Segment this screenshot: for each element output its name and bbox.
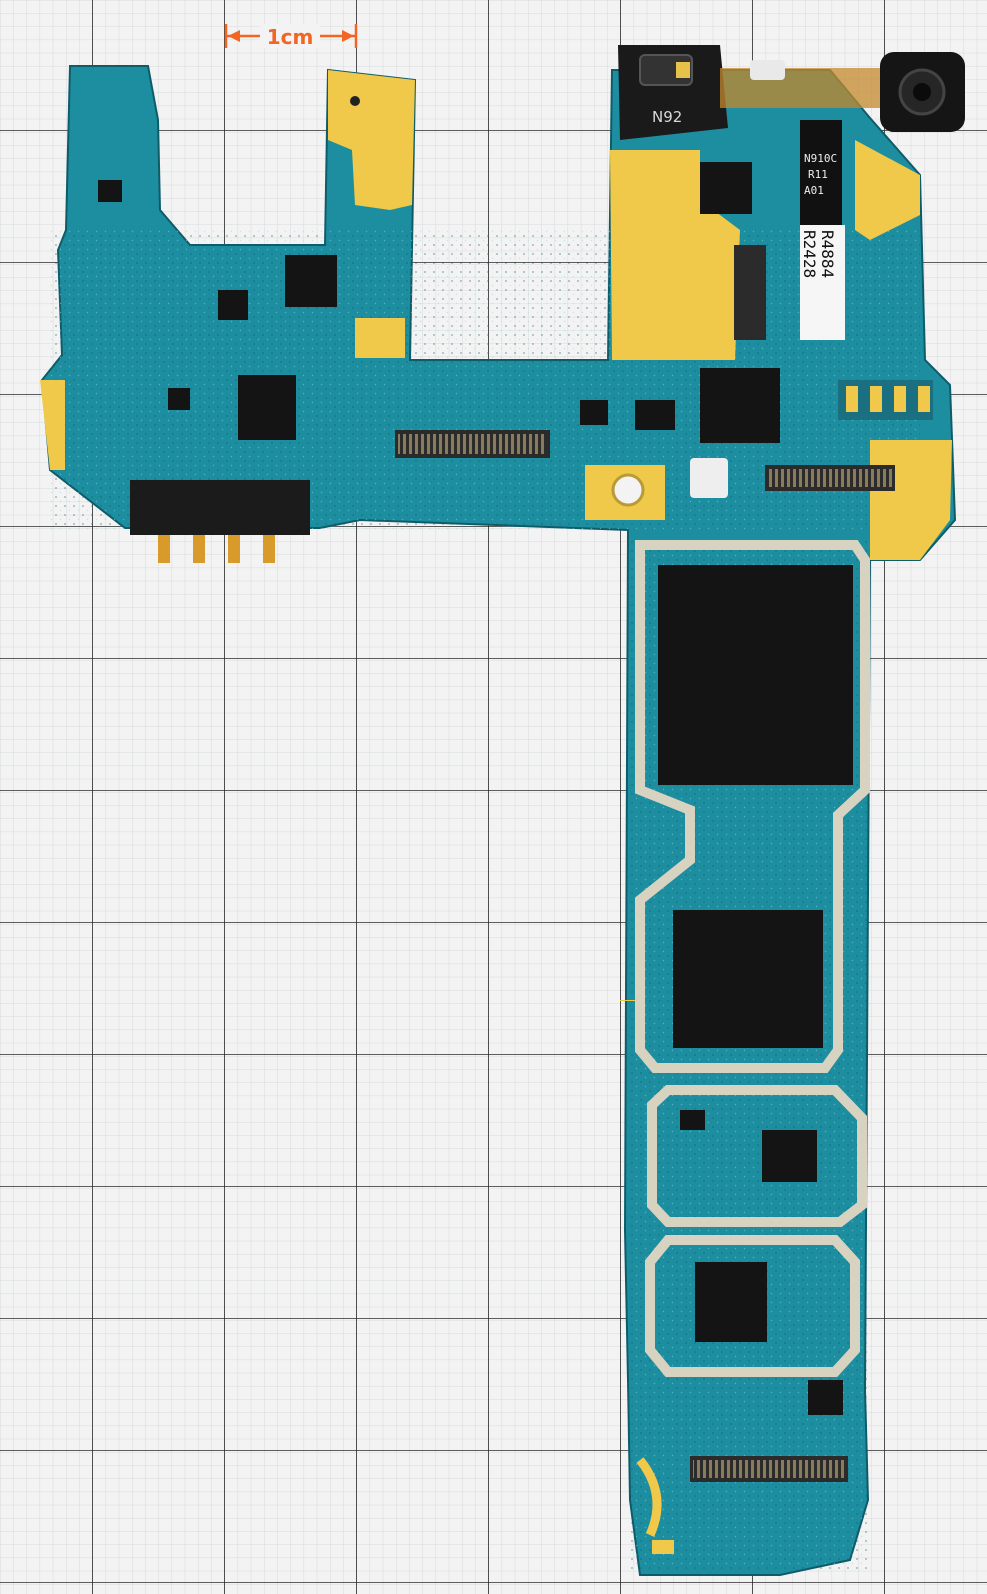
board-connector-pins [768, 469, 892, 487]
gold-area-right [855, 140, 920, 240]
bottom-connector-pins [693, 1460, 845, 1478]
scale-bar: 1cm [224, 24, 358, 49]
id-sticker [800, 225, 845, 340]
board-connector-pins [398, 434, 547, 454]
battery-pin [193, 535, 205, 563]
chip-marking-line3: A01 [804, 184, 824, 197]
sensor-clip [750, 60, 785, 80]
battery-connector [130, 480, 310, 563]
ic-chip [700, 368, 780, 443]
smd-pad [918, 386, 930, 412]
memory-chip [673, 910, 823, 1048]
shield-column [635, 540, 870, 1554]
flash-module-label: N92 [652, 108, 682, 126]
gold-edge-hook [636, 1457, 662, 1537]
ic-chip [700, 162, 752, 214]
mount-hole [611, 473, 645, 507]
chip-marking-line2: R11 [808, 168, 828, 181]
battery-pin [158, 535, 170, 563]
scale-bar-label: 1cm [267, 25, 314, 49]
gold-plating [40, 70, 952, 1001]
gold-strip-left [40, 380, 65, 470]
upper-components [98, 162, 933, 498]
camera-area: N92 N910C R11 A01 R4884 R2428 [618, 45, 965, 340]
sensor-component [690, 458, 728, 498]
pmic-chip [762, 1130, 817, 1182]
soc-chip [658, 565, 853, 785]
gold-pad-mid [355, 318, 405, 358]
shield-frame-pmic [647, 1085, 867, 1227]
sticker-line1: R4884 [818, 230, 837, 278]
scale-bar-label-bg [260, 24, 320, 48]
ic-chip [98, 180, 122, 202]
smd-pad [652, 1540, 674, 1554]
ic-chip [580, 400, 608, 425]
battery-connector-body [130, 480, 310, 535]
camera-lens-center [913, 83, 931, 101]
ic-chip [635, 400, 675, 430]
flex-cable [720, 68, 880, 108]
gold-tab-top [328, 70, 415, 210]
ic-chip [168, 388, 190, 410]
smd-pad [894, 386, 906, 412]
gold-tiny [620, 1000, 635, 1001]
battery-pin [263, 535, 275, 563]
tab-hole [350, 96, 360, 106]
smd-pad [870, 386, 882, 412]
sticker-line2: R2428 [800, 230, 819, 278]
board-connector [734, 245, 766, 340]
smd-pad [846, 386, 858, 412]
scale-bar-left-arrow [228, 30, 240, 42]
shield-frame-rf [645, 1235, 860, 1377]
shield-frame-main [635, 540, 870, 1073]
ic-chip [238, 375, 296, 440]
battery-pin [228, 535, 240, 563]
ic-chip [218, 290, 248, 320]
small-chip [808, 1380, 843, 1415]
chip-marking-line1: N910C [804, 152, 837, 165]
gold-area-left [610, 150, 740, 360]
marked-chip-strip [800, 120, 842, 245]
scale-bar-right-arrow [342, 30, 354, 42]
flash-led-icon [676, 62, 690, 78]
ic-chip [285, 255, 337, 307]
rf-chip [695, 1262, 767, 1342]
small-chip [680, 1110, 705, 1130]
